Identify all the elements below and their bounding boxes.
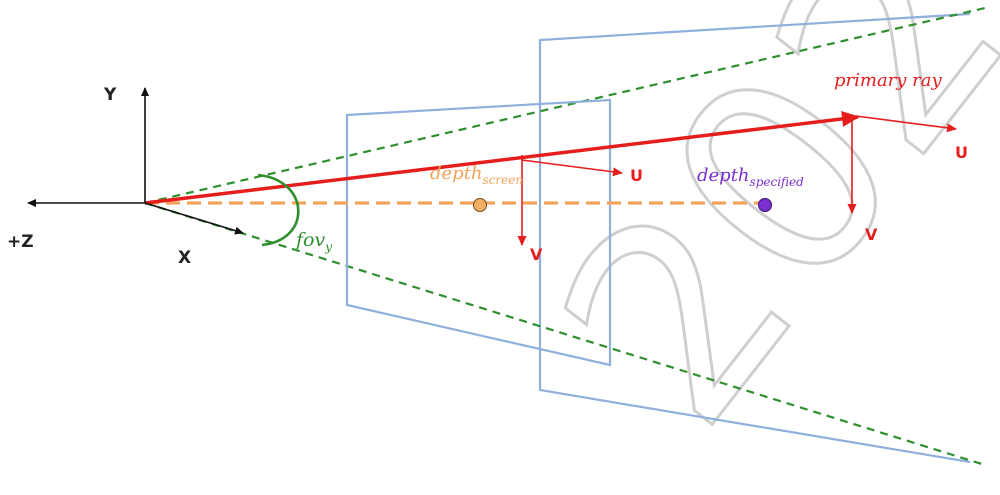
depth-screen-label: depthscreen xyxy=(430,163,523,187)
primary-ray-arrow xyxy=(144,110,860,205)
screen-u-arrow xyxy=(521,159,623,177)
depth-specified-label-sub: specified xyxy=(750,175,805,189)
z-axis-label: +Z xyxy=(7,232,34,252)
x-axis-label: X xyxy=(178,248,191,268)
screen-plane xyxy=(345,98,612,367)
ray-u-label: U xyxy=(955,143,968,162)
screen-u-label: U xyxy=(630,166,643,185)
depth-screen-label-base: depth xyxy=(430,163,483,184)
y-axis-label: Y xyxy=(103,85,117,105)
depth-specified-label-base: depth xyxy=(697,165,750,186)
depth-specified-label: depthspecified xyxy=(697,165,804,189)
screen-v-label: V xyxy=(530,245,543,264)
fov-arc xyxy=(257,173,300,247)
primary-ray-label: primary ray xyxy=(834,70,943,91)
x-axis-arrow xyxy=(144,202,244,235)
depth-specified-point xyxy=(758,198,772,212)
fov-label: fovy xyxy=(294,229,332,254)
far-image-plane xyxy=(538,12,971,464)
depth-screen-point xyxy=(473,198,487,212)
ray-v-label: V xyxy=(865,225,878,244)
frustum-edge-bottom xyxy=(144,201,986,467)
depth-screen-label-sub: screen xyxy=(483,173,524,187)
frustum-edge-top xyxy=(144,6,986,205)
fov-label-base: fov xyxy=(294,229,325,251)
fov-label-sub: y xyxy=(324,240,332,254)
ray-u-arrow xyxy=(855,115,957,133)
